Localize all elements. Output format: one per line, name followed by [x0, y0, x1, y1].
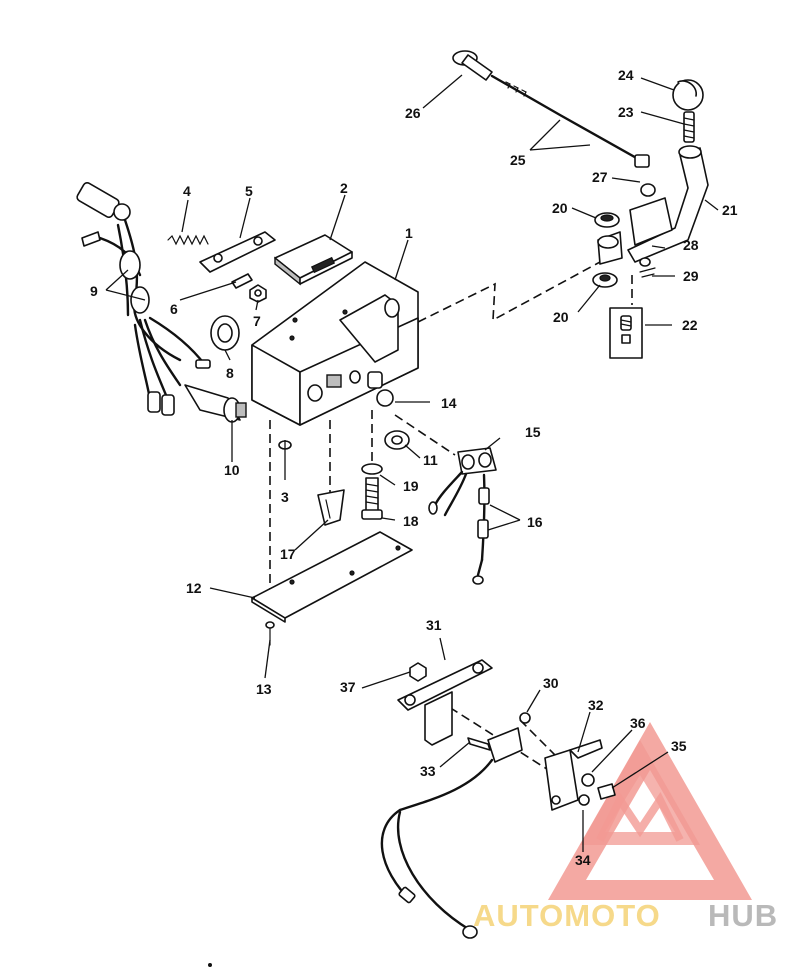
callout-15: 15: [525, 424, 541, 440]
knob: [367, 371, 394, 407]
base-plate: [251, 531, 413, 623]
watermark-m-shape: [596, 792, 684, 842]
spring: [167, 234, 209, 246]
callout-35: 35: [671, 738, 687, 754]
callout-16: 16: [527, 514, 543, 530]
callout-31: 31: [426, 617, 442, 633]
lever-pivot-parts: [592, 183, 656, 288]
callout-11: 11: [423, 452, 438, 468]
plate: [199, 231, 276, 273]
cover-plate: [274, 234, 353, 286]
fork-clip: [317, 489, 345, 526]
wiring-harness: [76, 182, 211, 416]
stray-dot: [208, 963, 212, 967]
callout-20b: 20: [553, 309, 569, 325]
callout-22: 22: [682, 317, 698, 333]
callout-23: 23: [618, 104, 634, 120]
watermark-triangle-outer: [548, 722, 752, 900]
callout-1: 1: [405, 225, 413, 241]
bolt-and-washer: [361, 463, 383, 520]
callout-5: 5: [245, 183, 253, 199]
watermark-text: AUTOMOTO HUB: [473, 898, 778, 933]
watermark-logo: [548, 722, 752, 900]
callout-12: 12: [186, 580, 202, 596]
callout-24: 24: [618, 67, 634, 83]
callout-25: 25: [510, 152, 526, 168]
callout-14: 14: [441, 395, 457, 411]
cable-assembly: [380, 712, 531, 939]
detent-box: [609, 307, 643, 359]
callout-32: 32: [588, 697, 604, 713]
shift-rod: [452, 50, 650, 168]
bracket-plate: [397, 659, 493, 746]
callout-20a: 20: [552, 200, 568, 216]
callout-30: 30: [543, 675, 559, 691]
callout-26: 26: [405, 105, 421, 121]
callout-21: 21: [722, 202, 738, 218]
lever-knob: [672, 79, 704, 143]
callout-29: 29: [683, 268, 699, 284]
callout-34: 34: [575, 852, 591, 868]
callout-18: 18: [403, 513, 419, 529]
callout-labels: 1 2 3 4 5 6 7 8 9 10 11 12 13 14 15 16 1…: [90, 67, 738, 868]
watermark-text-hub: HUB: [708, 898, 778, 933]
callout-10: 10: [224, 462, 240, 478]
watermark-text-automoto: AUTOMOTO: [473, 898, 661, 933]
switch-assembly: [428, 447, 497, 585]
connector-plug: [184, 384, 247, 423]
callout-2: 2: [340, 180, 348, 196]
callout-6: 6: [170, 301, 178, 317]
callout-33: 33: [420, 763, 436, 779]
callout-9: 9: [90, 283, 98, 299]
shift-lever: [627, 145, 709, 263]
callout-4: 4: [183, 183, 191, 199]
grommet: [210, 315, 240, 351]
callout-8: 8: [226, 365, 234, 381]
mounting-bracket: [544, 739, 616, 811]
hex-nut: [384, 430, 410, 450]
callout-3: 3: [281, 489, 289, 505]
callout-13: 13: [256, 681, 272, 697]
callout-19: 19: [403, 478, 419, 494]
callout-28: 28: [683, 237, 699, 253]
clip-and-nut: [231, 273, 267, 303]
callout-36: 36: [630, 715, 646, 731]
callout-27: 27: [592, 169, 608, 185]
callout-7: 7: [253, 313, 261, 329]
callout-17: 17: [280, 546, 296, 562]
leader-lines: [105, 74, 719, 852]
callout-37: 37: [340, 679, 356, 695]
